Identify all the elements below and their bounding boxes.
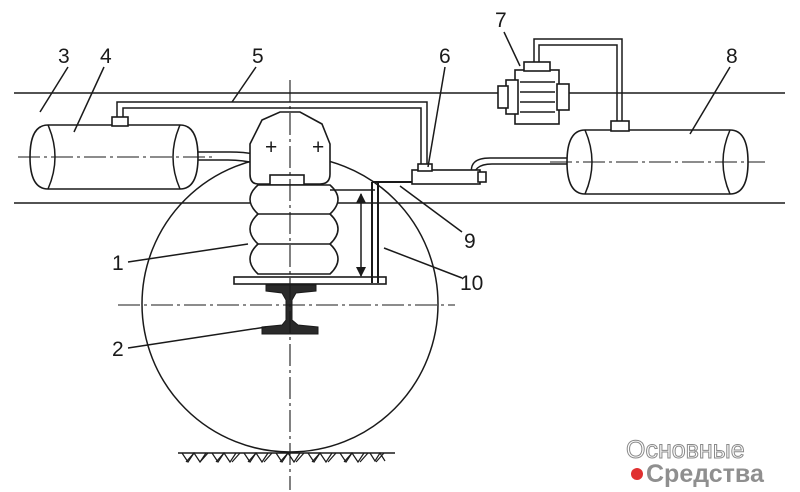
watermark: Основные Средства [626,436,765,489]
leader-lines [39,31,731,349]
watermark-dot-icon [631,468,643,480]
label-3: 3 [58,45,70,68]
leveling-valve [411,163,487,185]
air-spring [233,174,387,285]
air-receiver-left [29,116,199,190]
label-4: 4 [100,45,112,68]
label-7: 7 [495,9,507,32]
label-8: 8 [726,45,738,68]
plus-sign: + [265,136,277,159]
height-dimension [330,189,375,277]
leveling-valve-linkage [371,181,414,283]
label-6: 6 [439,45,451,68]
compressor [497,61,570,125]
plus-sign: + [312,136,324,159]
centerlines [18,80,765,490]
frame-member [14,92,785,204]
label-2: 2 [112,338,124,361]
label-9: 9 [464,230,476,253]
label-10: 10 [460,272,483,295]
watermark-line1: Основные [626,436,745,464]
label-1: 1 [112,252,124,275]
axle-beam [261,284,319,335]
air-receiver-right [566,120,749,195]
label-5: 5 [252,45,264,68]
watermark-line2: Средства [646,460,765,488]
callout-labels: 3 4 5 6 7 8 9 10 1 2 [58,9,738,361]
road-surface [178,451,395,464]
